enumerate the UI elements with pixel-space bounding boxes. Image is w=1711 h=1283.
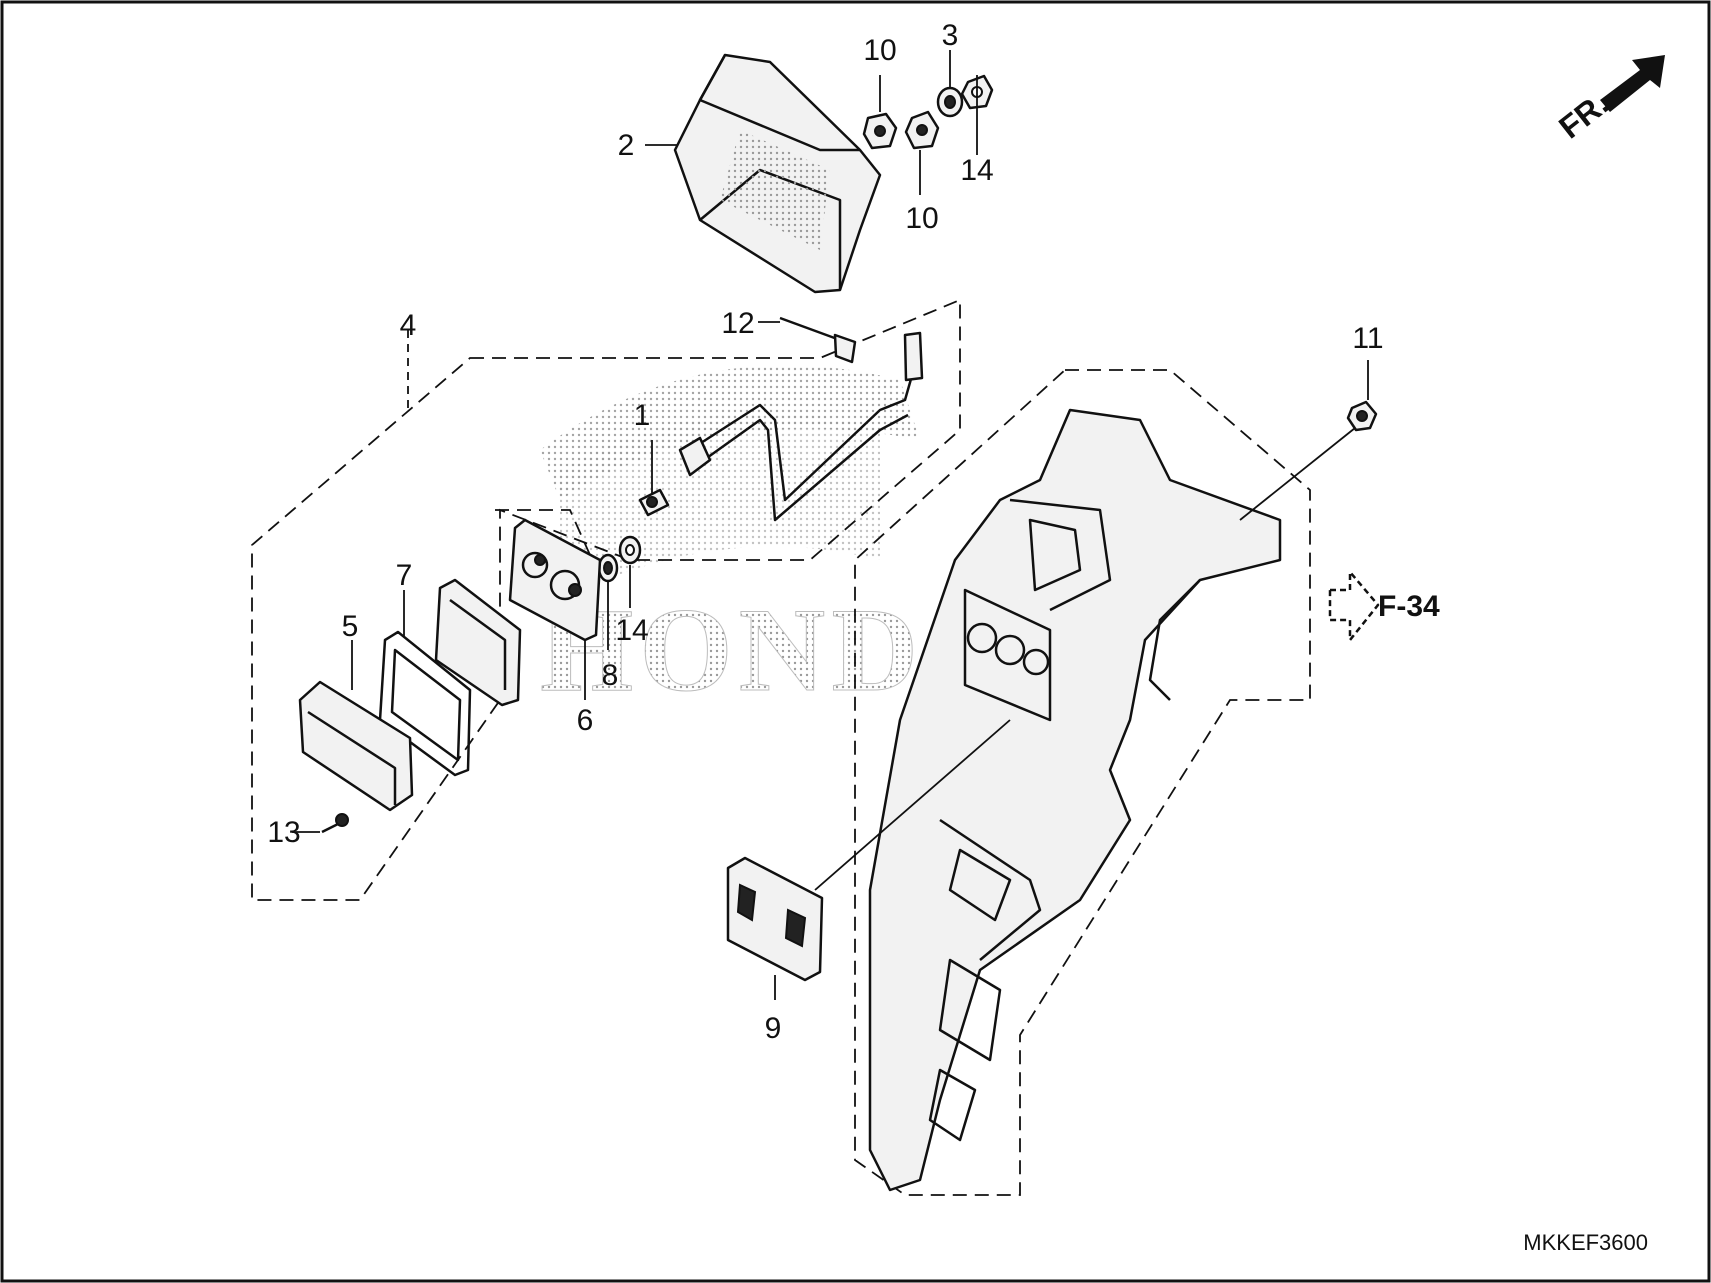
nut-8 (597, 553, 619, 583)
screw-12 (779, 316, 857, 364)
reflector-9 (726, 856, 824, 982)
tail-light-unit (673, 53, 882, 294)
lens-5 (298, 680, 414, 812)
callout-10-upper: 10 (863, 34, 896, 67)
callout-14-lower: 14 (615, 614, 648, 647)
screw-13 (321, 813, 349, 834)
license-light-assembly-outline (251, 298, 961, 901)
figure-code: MKKEF3600 (1523, 1230, 1648, 1255)
plate-bracket-6 (508, 518, 602, 642)
bulb-1 (638, 488, 670, 517)
callout-1: 1 (634, 399, 651, 432)
nut-11 (1346, 400, 1378, 432)
callout-4: 4 (400, 309, 417, 342)
rear-fender (868, 408, 1282, 1192)
nut-10-upper (862, 112, 898, 150)
leader-lines (292, 50, 1369, 1000)
reference-arrow-icon (1328, 570, 1380, 642)
callout-11: 11 (1352, 322, 1383, 355)
callout-8: 8 (602, 659, 619, 692)
collar-3 (936, 86, 964, 118)
callout-9: 9 (765, 1012, 782, 1045)
callout-3: 3 (942, 19, 959, 52)
wire-harness (678, 331, 924, 522)
callout-13: 13 (267, 816, 300, 849)
housing (434, 578, 522, 707)
callout-labels: 1 2 3 4 5 6 7 8 9 10 10 11 12 13 14 14 (267, 19, 1383, 1045)
callout-7: 7 (396, 559, 413, 592)
callout-2: 2 (618, 129, 635, 162)
callout-12: 12 (721, 307, 754, 340)
nut-10-lower (904, 110, 940, 150)
reference-label: F-34 (1378, 590, 1440, 623)
callout-5: 5 (342, 610, 359, 643)
callout-10-lower: 10 (905, 202, 938, 235)
front-direction-label: FR. (1552, 85, 1615, 145)
rear-fender-assembly-outline (854, 369, 1311, 1196)
callout-6: 6 (577, 704, 594, 737)
front-direction-arrow-icon (1600, 55, 1665, 112)
washer-14-lower (618, 535, 642, 565)
assembly-inner-outline (495, 509, 591, 556)
callout-14-upper: 14 (960, 154, 993, 187)
